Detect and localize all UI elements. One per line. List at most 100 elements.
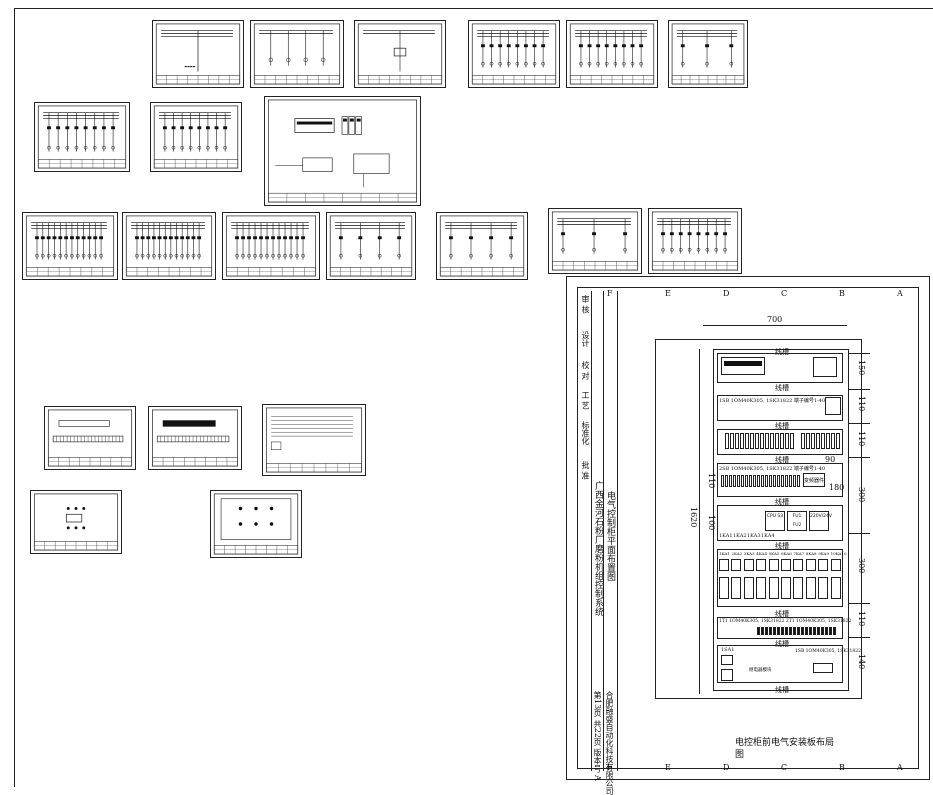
ruler-letter-top: E xyxy=(665,289,671,298)
terminal-block xyxy=(749,475,752,487)
sheet-thumbnail[interactable] xyxy=(468,20,560,88)
terminal-block xyxy=(769,475,772,487)
terminal-block xyxy=(797,475,800,487)
sheet-drawing xyxy=(357,23,443,85)
terminal-block xyxy=(829,627,832,635)
terminal-block xyxy=(725,475,728,487)
relay-top xyxy=(793,559,804,571)
terminal-block xyxy=(821,433,825,449)
relay-bottom xyxy=(793,577,804,599)
relay-bottom xyxy=(781,577,791,599)
terminal-block xyxy=(809,627,812,635)
sheet-thumbnail[interactable] xyxy=(250,20,344,88)
terminal-block xyxy=(750,433,754,449)
terminal-block xyxy=(735,433,739,449)
sheet-drawing xyxy=(47,409,133,467)
company-name: 合肥融盛自动化科技有限公司 xyxy=(605,691,614,795)
plc-module xyxy=(721,357,765,375)
sheet-thumbnail[interactable] xyxy=(150,102,242,172)
relay-top xyxy=(756,559,767,571)
sheet-thumbnail[interactable] xyxy=(210,490,302,558)
relay-top xyxy=(731,559,742,571)
dim-small-value: 180 xyxy=(829,483,845,492)
terminal-block xyxy=(817,627,820,635)
sheet-thumbnail[interactable] xyxy=(548,208,642,274)
row8-mid: 继电器模块 xyxy=(749,668,772,673)
sheet-thumbnail[interactable] xyxy=(566,20,658,88)
dim-tick xyxy=(848,389,870,390)
row8-left: 1SA1 xyxy=(721,647,735,653)
relay-top xyxy=(768,559,779,571)
sheet-thumbnail[interactable] xyxy=(34,102,130,172)
sheet-thumbnail[interactable] xyxy=(148,406,242,470)
row5-box: CPU S3 xyxy=(765,511,785,531)
ruler-letter-top: A xyxy=(897,289,903,298)
sheet-drawing: ▬▬▬▬ xyxy=(155,23,241,85)
terminal-block xyxy=(757,475,760,487)
wire-duct-label: 线槽 xyxy=(775,498,789,506)
dim-tick xyxy=(848,457,870,458)
wire-duct-label: 线槽 xyxy=(775,422,789,430)
terminal-block xyxy=(833,627,836,635)
sheet-thumbnail[interactable] xyxy=(436,212,528,280)
ruler-letter-bottom: C xyxy=(781,763,788,772)
vfd-box: 变频器件 xyxy=(803,473,825,487)
sheet-thumbnail[interactable] xyxy=(262,404,366,476)
sheet-thumbnail[interactable]: ▬▬▬▬ xyxy=(152,20,244,88)
sheet-thumbnail[interactable] xyxy=(264,96,421,206)
terminal-block xyxy=(745,433,749,449)
sheet-number: 第13页 共22页 版本号 A xyxy=(593,691,602,781)
row8-right: 1SB 1OM40K305, 1SK31822 xyxy=(795,649,862,654)
wire-duct-label: 线槽 xyxy=(775,686,789,694)
terminal-block xyxy=(793,627,796,635)
sheet-thumbnail[interactable] xyxy=(122,212,216,280)
sheet-thumbnail[interactable] xyxy=(222,212,320,280)
terminal-block xyxy=(757,627,760,635)
terminal-block xyxy=(785,433,789,449)
relay-bottom xyxy=(719,577,729,599)
sheet-thumbnail[interactable] xyxy=(30,490,122,554)
row4-text: 2SB 1OM40K305, 1SK31822 端子编号1-40 xyxy=(719,466,826,472)
terminal-block xyxy=(785,627,788,635)
terminal-block xyxy=(826,433,830,449)
wire-duct-label: 线槽 xyxy=(775,542,789,550)
dim-right-value: 150 xyxy=(857,360,866,376)
dim-tick xyxy=(848,603,870,604)
sheet-thumbnail[interactable] xyxy=(44,406,136,470)
sheet-thumbnail[interactable] xyxy=(22,212,118,280)
dim-small-value: 90 xyxy=(825,455,836,464)
dim-line-top xyxy=(703,325,847,326)
terminal-block xyxy=(781,627,784,635)
title-block: 审 核 设计 校 对 工 艺 标准化 批 准 广西金河石粉厂磨粉机组控制系统 电… xyxy=(579,291,618,795)
sheet-thumbnail[interactable] xyxy=(648,208,742,274)
relay-label: 9KA9 xyxy=(818,551,829,556)
dim-right-value: 110 xyxy=(857,611,866,627)
relay-label: 3KA3 xyxy=(743,551,755,556)
row2-text: 1SB 1OM40K305, 1SK31822 端子编号1-40 xyxy=(719,398,826,404)
relay-label: 2KA2 xyxy=(731,551,743,556)
terminal-block xyxy=(806,433,810,449)
title-col-0: 审 核 xyxy=(581,295,590,314)
terminal-block xyxy=(793,475,796,487)
relay-bottom xyxy=(830,577,841,599)
row5-label: 1KA4 xyxy=(761,533,775,539)
relay-bottom xyxy=(805,577,816,599)
terminal-block xyxy=(770,433,774,449)
dim-right-value: 110 xyxy=(857,396,866,412)
dim-tick xyxy=(848,423,870,424)
sheet-drawing xyxy=(225,215,317,277)
terminal-block xyxy=(777,627,780,635)
terminal-block xyxy=(773,627,776,635)
terminal-block xyxy=(811,433,815,449)
wire-duct-label: 线槽 xyxy=(775,640,789,648)
sheet-thumbnail[interactable] xyxy=(326,212,416,280)
sheet-thumbnail[interactable] xyxy=(354,20,446,88)
title-col-2: 校 对 xyxy=(581,361,590,380)
dim-column-right xyxy=(848,349,871,689)
model-space-viewport[interactable] xyxy=(14,8,933,787)
sheet-drawing xyxy=(25,215,115,277)
terminal-block xyxy=(801,433,805,449)
row5-label: 1KA2 xyxy=(733,533,747,539)
sheet-thumbnail[interactable] xyxy=(668,20,748,88)
